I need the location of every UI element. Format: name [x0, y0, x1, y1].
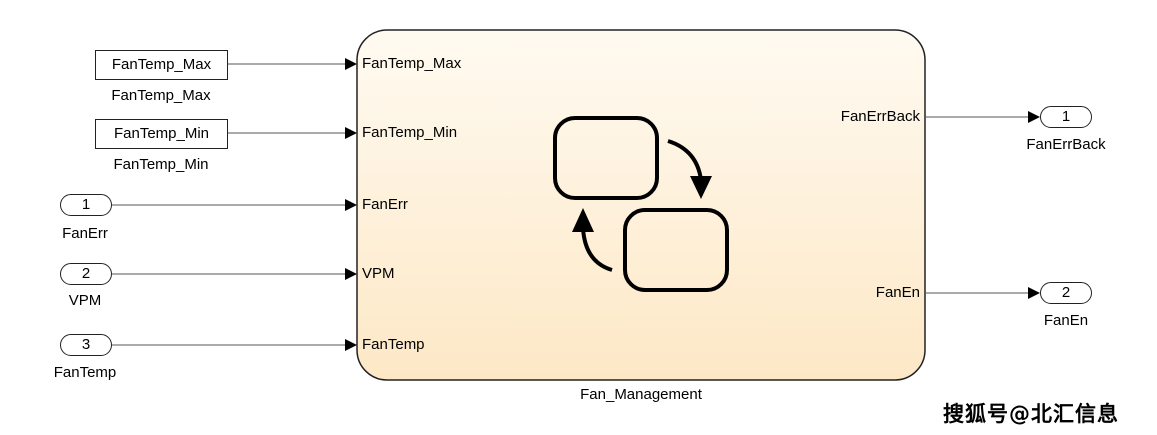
block-name-label: FanTemp	[53, 364, 117, 381]
constant-block-fantemp-min[interactable]: FanTemp_Min	[95, 119, 228, 149]
chart-input-port-label: VPM	[362, 265, 395, 282]
arrowhead-icon	[345, 339, 357, 351]
chart-input-port-label: FanErr	[362, 196, 408, 213]
arrowhead-icon	[345, 199, 357, 211]
arrowhead-icon	[1028, 287, 1040, 299]
inport-block-vpm[interactable]: 2	[60, 263, 112, 285]
arrowhead-icon	[345, 58, 357, 70]
watermark: 搜狐号@北汇信息	[943, 402, 1119, 426]
arrowhead-icon	[345, 268, 357, 280]
block-name-label: FanErrBack	[1026, 136, 1106, 153]
outport-block-fanerrback[interactable]: 1	[1040, 106, 1092, 128]
constant-block-fantemp-max[interactable]: FanTemp_Max	[95, 50, 228, 80]
stateflow-chart-block[interactable]	[356, 29, 926, 381]
chart-input-port-label: FanTemp_Min	[362, 124, 458, 141]
chart-input-port-label: FanTemp	[362, 336, 425, 353]
stateflow-chart-icon	[553, 116, 729, 292]
block-name-label: FanEn	[1043, 312, 1089, 329]
transition-arrow-icon	[690, 176, 712, 199]
transition-arrow-icon	[572, 208, 594, 232]
arrowhead-icon	[345, 127, 357, 139]
arrowhead-icon	[1028, 111, 1040, 123]
chart-input-port-label: FanTemp_Max	[362, 55, 462, 72]
outport-block-fanen[interactable]: 2	[1040, 282, 1092, 304]
inport-block-fanerr[interactable]: 1	[60, 194, 112, 216]
chart-output-port-label: FanErrBack	[840, 108, 920, 125]
inport-block-fantemp[interactable]: 3	[60, 334, 112, 356]
block-name-label: FanTemp_Min	[113, 156, 209, 173]
block-name-label: FanTemp_Max	[111, 87, 211, 104]
chart-block-name: Fan_Management	[580, 386, 702, 403]
block-name-label: FanErr	[62, 225, 108, 242]
chart-output-port-label: FanEn	[875, 284, 920, 301]
block-name-label: VPM	[68, 292, 102, 309]
